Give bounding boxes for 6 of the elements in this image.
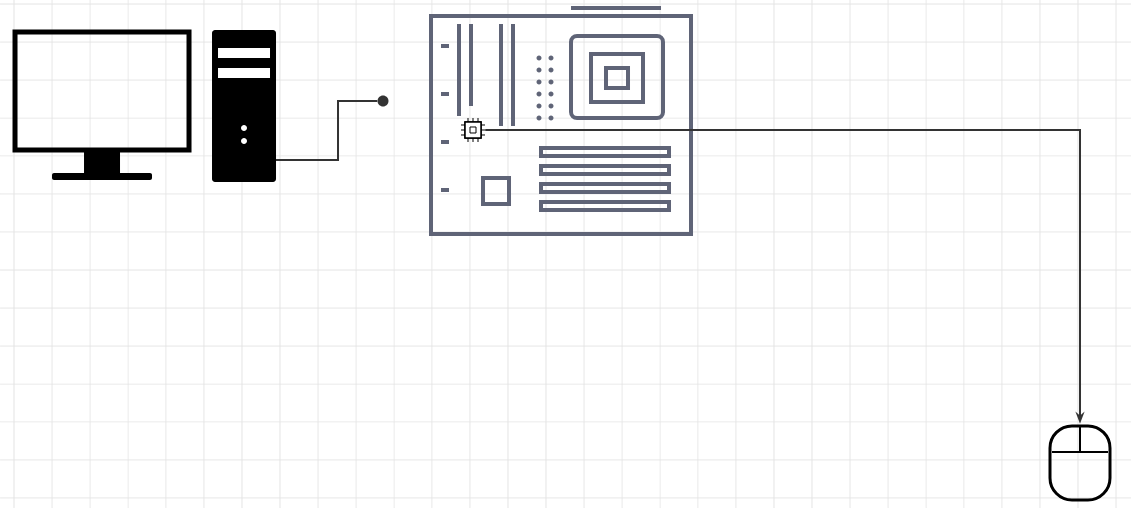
mouse-icon bbox=[1048, 424, 1112, 502]
connector-line bbox=[275, 100, 379, 161]
motherboard-icon bbox=[429, 6, 693, 236]
chip-icon bbox=[460, 117, 486, 143]
computer-tower-icon bbox=[212, 30, 276, 182]
monitor-icon bbox=[12, 29, 192, 180]
